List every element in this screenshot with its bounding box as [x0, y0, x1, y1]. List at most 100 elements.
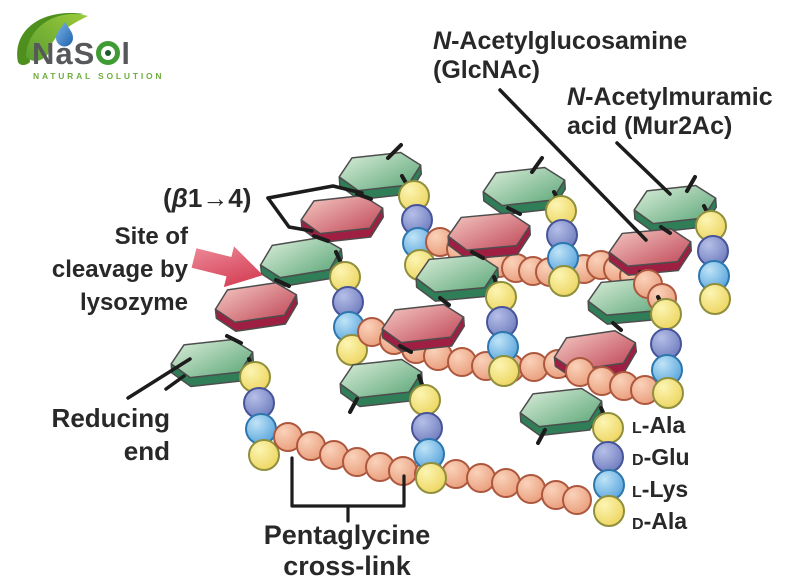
sugar-hexagon-green: [259, 236, 344, 288]
label-lysozyme-cleavage-site: Site of cleavage by lysozyme: [10, 220, 188, 319]
glcnac-n: N: [433, 27, 452, 55]
bond-tick: [274, 278, 291, 288]
mur2ac-n: N: [567, 83, 586, 111]
label-glcnac-line1: N-Acetylglucosamine: [433, 27, 687, 56]
beta-open: (: [163, 183, 172, 213]
glycine-bead: [491, 468, 521, 498]
cleavage-line3: lysozyme: [79, 289, 188, 316]
residue-name: -Ala: [641, 412, 686, 438]
label-mur2ac: N-Acetylmuramic acid (Mur2Ac): [567, 83, 773, 141]
logo-name-post: l: [121, 36, 131, 71]
bond-tick: [312, 234, 330, 243]
reducing-end-pointer-line: [126, 357, 192, 400]
residue-name: -Glu: [643, 444, 690, 470]
beta-rest: 1→4): [187, 183, 252, 213]
amino-acid-bead: [593, 495, 625, 527]
label-tetrapeptide-residues: L-Ala D-Glu L-Lys D-Ala: [632, 411, 690, 539]
glycine-bead: [466, 463, 496, 493]
pentaglycine-line1: Pentaglycine: [263, 520, 431, 550]
logo-tagline: NATURAL SOLUTION: [33, 71, 165, 81]
bond-tick: [438, 296, 451, 307]
bond-tick: [506, 206, 522, 216]
residue-name: -Lys: [641, 476, 689, 502]
amino-acid-bead: [415, 462, 447, 494]
cleavage-arrow-icon: [191, 246, 263, 288]
bond-tick: [536, 428, 547, 445]
sugar-hexagon-green: [519, 387, 603, 437]
reducing-line2: end: [123, 436, 170, 466]
annotation-lines: [126, 88, 672, 523]
tetrapeptide-chain-T7: [545, 190, 580, 297]
sugar-hexagon-red: [447, 212, 531, 260]
amino-acid-bead: [650, 298, 682, 330]
bond-tick: [348, 397, 359, 414]
residue-d-glu: D-Glu: [632, 443, 690, 475]
beta-bond-bracket-upper: [266, 184, 364, 200]
amino-acid-bead: [239, 361, 271, 393]
tetrapeptide-chain-T6: [592, 406, 625, 527]
tetrapeptide-chain-T8: [485, 275, 520, 387]
bond-tick: [685, 175, 697, 193]
bond-tick: [530, 156, 544, 174]
amino-acid-bead: [409, 384, 441, 416]
leaf-icon: [26, 13, 88, 61]
amino-acid-bead: [248, 439, 280, 471]
reducing-end-tick: [164, 374, 186, 391]
residue-d-ala: D-Ala: [632, 507, 690, 539]
bond-tick: [611, 321, 623, 332]
label-reducing-end: Reducing end: [20, 402, 170, 468]
label-mur2ac-line1: N-Acetylmuramic: [567, 83, 773, 112]
logo-o-ring-icon: [96, 41, 121, 65]
glcnac-rest: -Acetylglucosamine: [451, 27, 688, 55]
sugar-hexagon-green: [415, 254, 499, 302]
sugar-hexagon-green: [339, 358, 423, 408]
amino-acid-bead: [592, 412, 624, 444]
residue-l-ala: L-Ala: [632, 411, 690, 443]
glycan-strand-strand1: [170, 151, 422, 388]
amino-acid-bead: [592, 441, 624, 473]
label-mur2ac-line2: acid (Mur2Ac): [567, 112, 733, 140]
residue-prefix: D: [632, 452, 644, 469]
amino-acid-bead: [699, 283, 731, 315]
sugar-hexagon-red: [381, 303, 465, 353]
logo-art: [17, 13, 88, 65]
bond-ticks-strand1: [225, 143, 403, 345]
tetrapeptide-chain-T3: [409, 374, 447, 494]
label-beta-1-4-bond: (β1→4): [163, 183, 251, 214]
tetrapeptide-chain-T9: [329, 250, 368, 366]
glycan-strand-strand2: [339, 166, 566, 408]
residue-prefix: L: [632, 420, 642, 437]
reducing-line1: Reducing: [51, 403, 170, 433]
pentaglycine-line2: cross-link: [283, 551, 411, 581]
glycine-bead: [516, 474, 546, 504]
leaf-swoosh-icon: [17, 13, 85, 65]
beta-bond-bracket-lower: [266, 196, 314, 233]
mur2ac-rest: -Acetylmuramic: [585, 83, 773, 111]
residue-l-lys: L-Lys: [632, 475, 690, 507]
sugar-hexagon-red: [300, 194, 384, 244]
label-glcnac: N-Acetylglucosamine (GlcNAc): [433, 27, 687, 85]
amino-acid-bead: [488, 355, 520, 387]
bond-tick: [398, 344, 413, 354]
tetrapeptide-chain-T2: [239, 357, 280, 471]
tetrapeptide-chain-T5: [695, 204, 731, 315]
cleavage-line1: Site of: [114, 223, 188, 250]
pentaglycine-chain-P3b: [565, 357, 660, 405]
bond-ticks-strand2: [348, 156, 544, 414]
amino-acid-bead: [548, 265, 580, 297]
bond-tick: [386, 143, 403, 160]
sugar-hexagon-red: [214, 282, 299, 333]
bond-tick: [470, 250, 485, 260]
water-drop-icon: [56, 22, 73, 47]
bond-tick: [225, 334, 243, 345]
bond-tick: [355, 192, 373, 201]
sugar-hexagon-green: [482, 166, 566, 216]
sugar-hexagon-red: [608, 228, 692, 276]
cleavage-line2: cleavage by: [51, 256, 188, 283]
glycine-bead: [562, 485, 592, 515]
residue-prefix: L: [632, 484, 642, 501]
